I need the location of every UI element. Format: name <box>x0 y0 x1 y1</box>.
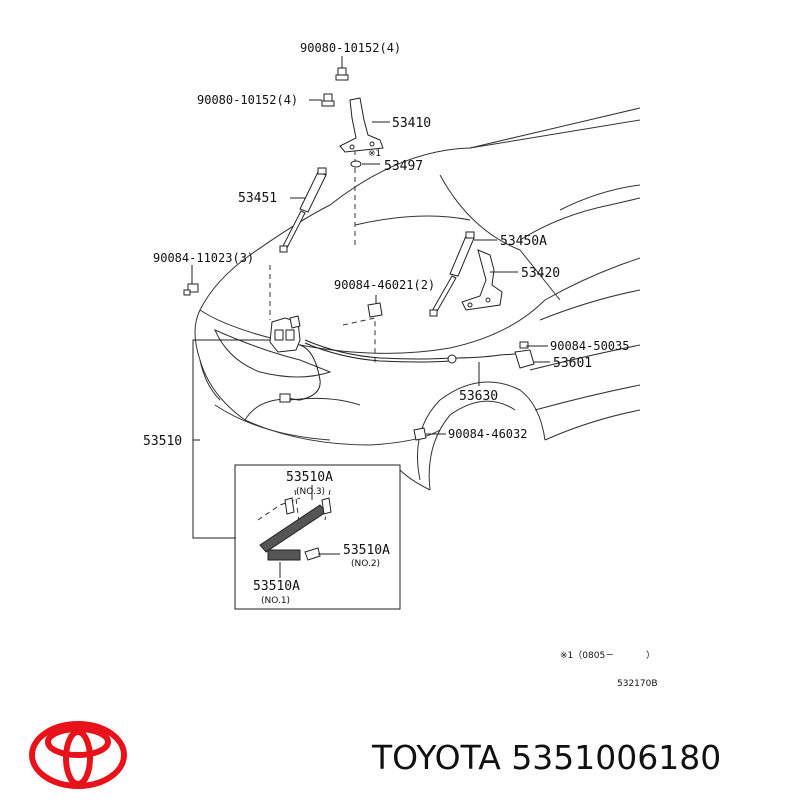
callout-label: (NO.3) <box>296 487 325 497</box>
callout-label: (NO.1) <box>261 596 290 606</box>
callout-label: 53510A <box>286 470 333 485</box>
footnote-mark: ※1（0805－ <box>560 650 614 661</box>
hood-hinge-part <box>461 249 503 311</box>
callout-label: ※1 <box>368 149 381 159</box>
spring-part <box>259 497 332 561</box>
cable-part <box>284 344 321 401</box>
toyota-logo-icon <box>29 721 127 789</box>
callout-label: 90084-46032 <box>448 427 527 441</box>
callout-label: 53410 <box>392 116 431 131</box>
gas-strut-part <box>429 231 475 317</box>
callout-label: 90084-11023(3) <box>153 251 254 265</box>
callout-label: 90084-50035 <box>550 339 629 353</box>
car-outline <box>194 107 641 491</box>
clip-part <box>350 160 362 168</box>
callout-label: 53420 <box>521 266 560 281</box>
cable-part <box>304 339 516 360</box>
cable-end-part <box>279 393 291 403</box>
callout-label: 90084-46021(2) <box>334 278 435 292</box>
brand-part-number: TOYOTA 5351006180 <box>372 738 722 777</box>
release-lever-part <box>514 341 535 369</box>
clip-part <box>367 302 383 318</box>
callout-label: 53510 <box>143 434 182 449</box>
clip-part <box>183 283 199 296</box>
callout-label: 53497 <box>384 159 423 174</box>
callout-label: 53601 <box>553 356 592 371</box>
parts <box>183 67 535 561</box>
clip-part <box>413 427 427 441</box>
bolt-part <box>321 93 335 107</box>
footnote-close: ） <box>646 650 655 661</box>
callout-label: 53451 <box>238 191 277 206</box>
hood-hinge-part <box>339 97 384 153</box>
callout-label: 53510A <box>343 543 390 558</box>
callout-label: (NO.2) <box>351 559 380 569</box>
bolt-part <box>335 67 349 81</box>
diagram-code: 532170B <box>617 679 658 689</box>
dashed-guides <box>257 150 376 531</box>
callout-label: 53510A <box>253 579 300 594</box>
callout-label: 53630 <box>459 389 498 404</box>
cable-part <box>304 342 451 363</box>
leader-lines <box>191 56 550 578</box>
callout-label: 90080-10152(4) <box>197 93 298 107</box>
gas-strut-part <box>279 167 327 253</box>
hood-latch-part <box>269 315 301 353</box>
grommet-part <box>447 354 457 364</box>
callout-label: 90080-10152(4) <box>300 41 401 55</box>
inset-frame <box>234 464 401 610</box>
callout-label: 53450A <box>500 234 547 249</box>
callout-labels: 90080-10152(4) 90080-10152(4) 53410 ※1 5… <box>143 41 629 606</box>
